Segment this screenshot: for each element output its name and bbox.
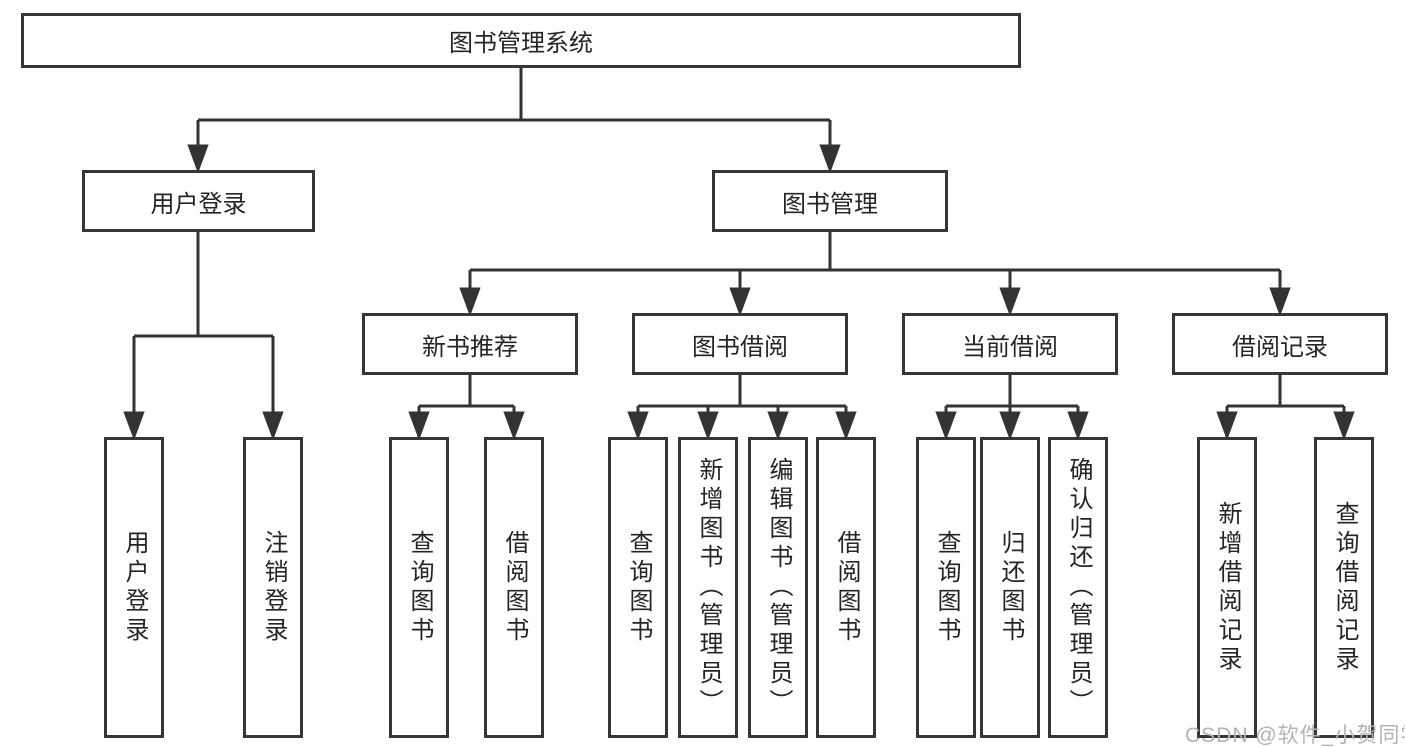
connector-bookmgmt-to-level3 bbox=[459, 232, 1291, 317]
leaf-borrow-books-borrowing: 借阅图书 bbox=[816, 437, 876, 738]
leaf-borrow-books-recommend: 借阅图书 bbox=[484, 437, 544, 738]
node-user-login: 用户登录 bbox=[82, 170, 315, 232]
leaf-edit-books-admin: 编辑图书（管理员） bbox=[748, 437, 808, 738]
node-book-management: 图书管理 bbox=[712, 170, 948, 232]
connector-newbook-to-leaves bbox=[408, 375, 525, 441]
leaf-query-borrow-record: 查询借阅记录 bbox=[1314, 437, 1374, 738]
connector-userlogin-to-leaves bbox=[123, 232, 284, 441]
leaf-user-login: 用户登录 bbox=[104, 437, 164, 738]
connector-bookborrow-to-leaves bbox=[627, 375, 857, 441]
node-borrowing-records: 借阅记录 bbox=[1172, 313, 1388, 375]
node-current-borrowing: 当前借阅 bbox=[902, 313, 1118, 375]
leaf-query-books-recommend: 查询图书 bbox=[389, 437, 449, 738]
leaf-return-books: 归还图书 bbox=[980, 437, 1040, 738]
leaf-add-borrow-record: 新增借阅记录 bbox=[1197, 437, 1257, 738]
leaf-query-books-borrowing: 查询图书 bbox=[608, 437, 668, 738]
node-book-management-system: 图书管理系统 bbox=[21, 13, 1021, 68]
leaf-add-books-admin: 新增图书（管理员） bbox=[678, 437, 738, 738]
leaf-logout: 注销登录 bbox=[243, 437, 303, 738]
watermark: CSDN @软件_小贺同学 bbox=[1185, 724, 1405, 747]
leaf-confirm-return-admin: 确认归还（管理员） bbox=[1048, 437, 1108, 738]
node-new-book-recommend: 新书推荐 bbox=[362, 313, 578, 375]
connector-currentborrow-to-leaves bbox=[935, 375, 1089, 441]
connector-root-to-level2 bbox=[187, 68, 841, 174]
node-book-borrowing: 图书借阅 bbox=[632, 313, 848, 375]
leaf-query-books-current: 查询图书 bbox=[916, 437, 976, 738]
connector-borrowrecord-to-leaves bbox=[1216, 375, 1355, 441]
